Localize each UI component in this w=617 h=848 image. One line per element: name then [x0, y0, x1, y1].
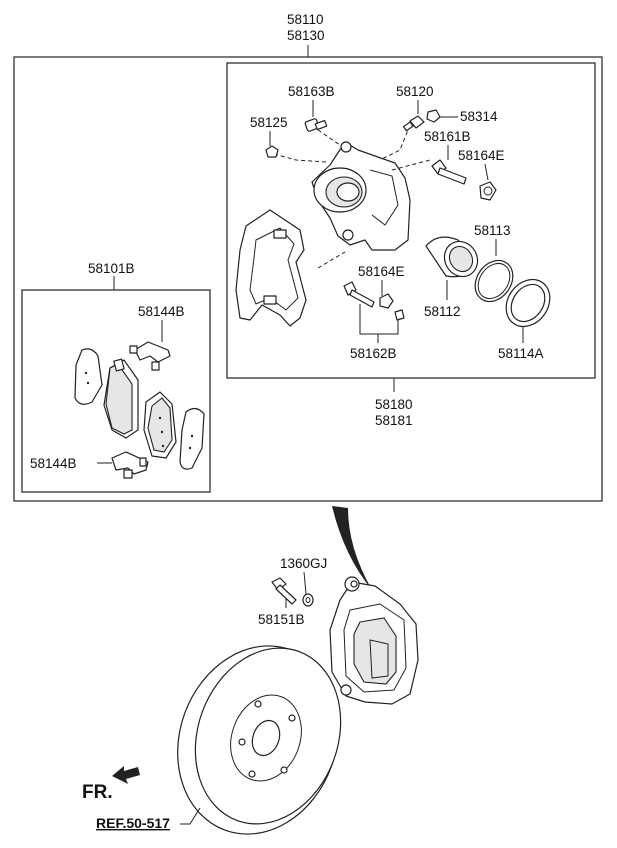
brake-pad-outer[interactable]: [143, 391, 177, 459]
piston-seal-part[interactable]: [467, 253, 520, 309]
label-caliper-assembly-b[interactable]: 58130: [287, 28, 325, 43]
anti-noise-shim-right[interactable]: [179, 407, 205, 470]
boot-lower-part[interactable]: [379, 293, 405, 321]
washer-part[interactable]: [302, 593, 314, 607]
label-shim-upper[interactable]: 58144B: [138, 304, 185, 319]
label-pad-kit[interactable]: 58101B: [88, 261, 135, 276]
label-carrier-a[interactable]: 58180: [375, 397, 413, 412]
anti-noise-shim-left[interactable]: [74, 348, 103, 405]
front-arrow-icon: [112, 766, 140, 784]
label-bolt-cap[interactable]: 58125: [250, 115, 288, 130]
pad-kit-box: [21, 289, 211, 493]
label-piston-boot[interactable]: 58114A: [498, 346, 544, 361]
label-piston-seal[interactable]: 58113: [474, 223, 511, 238]
shim-clip-lower[interactable]: [111, 451, 149, 479]
assembled-caliper[interactable]: [329, 576, 419, 705]
label-guide-rod[interactable]: 58161B: [424, 129, 471, 144]
label-washer[interactable]: 1360GJ: [280, 556, 327, 571]
boot-upper-part[interactable]: [479, 181, 497, 201]
brake-disc[interactable]: [152, 623, 365, 848]
label-mount-bolt[interactable]: 58151B: [258, 612, 305, 627]
label-caliper-assembly-a[interactable]: 58110: [287, 12, 324, 27]
label-guide-rod-lower[interactable]: 58162B: [350, 346, 397, 361]
brake-pad-inner[interactable]: [103, 358, 139, 439]
guide-rod-part[interactable]: [431, 159, 467, 185]
guide-rod-lower-part[interactable]: [343, 281, 375, 308]
shim-clip-upper[interactable]: [129, 341, 171, 371]
piston-part[interactable]: [425, 235, 484, 282]
label-guide-bolt[interactable]: 58163B: [288, 84, 335, 99]
assembly-pointer-arrow: [332, 506, 372, 590]
mount-bolt-part[interactable]: [271, 577, 297, 605]
front-direction-label: FR.: [82, 782, 113, 803]
reference-link[interactable]: REF.50-517: [96, 815, 170, 831]
front-direction-indicator: FR.: [82, 766, 140, 803]
caliper-body-box: [226, 62, 596, 379]
bolt-cap-part[interactable]: [265, 145, 279, 158]
label-bleeder-cap[interactable]: 58314: [460, 109, 498, 124]
bleeder-cap-part[interactable]: [426, 109, 441, 123]
label-carrier-b[interactable]: 58181: [375, 413, 413, 428]
carrier-bracket[interactable]: [235, 209, 307, 327]
piston-boot-part[interactable]: [497, 271, 558, 335]
label-shim-lower[interactable]: 58144B: [30, 456, 77, 471]
label-boot-lower[interactable]: 58164E: [358, 264, 405, 279]
label-boot-upper[interactable]: 58164E: [458, 148, 505, 163]
label-piston[interactable]: 58112: [424, 304, 461, 319]
caliper-housing[interactable]: [311, 141, 411, 251]
bleeder-screw-part[interactable]: [402, 115, 425, 132]
guide-bolt-part[interactable]: [304, 118, 328, 132]
label-bleeder-screw[interactable]: 58120: [396, 84, 434, 99]
